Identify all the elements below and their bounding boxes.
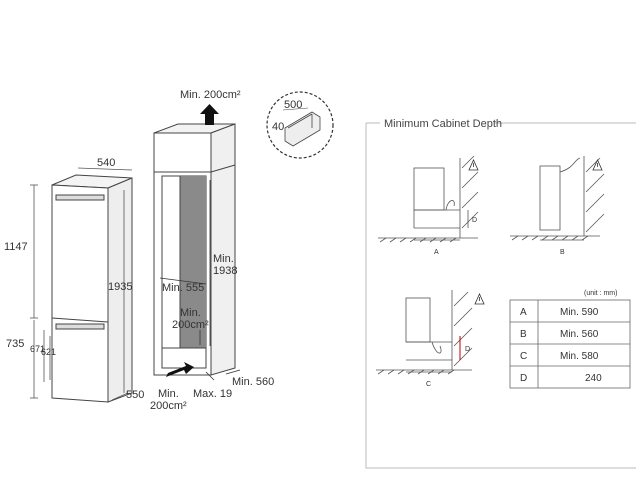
depth-a-letter: A (434, 249, 439, 256)
warning-icon-3 (474, 293, 485, 305)
fridge-height-1935-label: 1935 (108, 281, 132, 293)
fridge-width-540-label: 540 (97, 157, 115, 169)
detail-500-label: 500 (284, 99, 302, 111)
cabinet-max-19-label: Max. 19 (193, 388, 232, 400)
cabinet-min-1938-line2: 1938 (213, 265, 237, 277)
depth-d-letter-2: D (465, 346, 470, 353)
panel-title: Minimum Cabinet Depth (384, 118, 502, 130)
warning-icon (468, 159, 479, 171)
depth-d-letter-1: D (472, 217, 477, 224)
fridge-depth-550-label: 550 (126, 389, 144, 401)
depth-c-letter: C (426, 381, 431, 388)
depth-scene-a (378, 155, 479, 243)
cabinet-min-555-label: Min. 555 (162, 282, 204, 294)
depth-scene-b (510, 156, 605, 241)
cabinet-bottom-vent-line2: 200cm² (150, 400, 187, 412)
depth-b-letter: B (560, 249, 565, 256)
cabinet-mid-vent-line2: 200cm² (172, 319, 209, 331)
table-key-d: D (520, 373, 527, 384)
fridge-height-621-label: 621 (41, 347, 56, 357)
table-key-a: A (520, 307, 527, 318)
cabinet-dimension-lines (159, 180, 241, 381)
cabinet-arrows (166, 104, 219, 377)
cabinet-mid-vent-line1: Min. (180, 307, 201, 319)
fridge-height-1147-label: 1147 (4, 241, 28, 253)
cabinet-min-1938-line1: Min. (213, 253, 234, 265)
table-value-c: Min. 580 (560, 351, 599, 362)
unit-note: (unit : mm) (584, 290, 617, 297)
cabinet-depth-panel (365, 122, 636, 469)
depth-scene-c (376, 290, 473, 375)
cabinet-min-1938-label: Min. 1938 (213, 253, 237, 277)
cabinet-mid-vent-label: Min. 200cm² (172, 307, 209, 331)
fridge-height-671-label: 671 (30, 344, 45, 354)
cabinet-min-560-label: Min. 560 (232, 376, 274, 388)
fridge-drawing (51, 174, 133, 403)
detail-40-label: 40 (272, 121, 284, 133)
cabinet-bottom-vent-line1: Min. (158, 388, 179, 400)
table-value-a: Min. 590 (560, 307, 599, 318)
depth-table (509, 299, 631, 389)
fridge-dimension-lines (30, 167, 133, 401)
cabinet-top-vent-label: Min. 200cm² (180, 89, 241, 101)
fridge-height-735-label: 735 (6, 338, 24, 350)
table-key-b: B (520, 329, 527, 340)
cabinet-bottom-vent-label: Min. 200cm² (150, 388, 187, 412)
table-key-c: C (520, 351, 527, 362)
table-value-d: 240 (585, 373, 602, 384)
cabinet-drawing (153, 123, 236, 376)
table-value-b: Min. 560 (560, 329, 599, 340)
warning-icon-2 (592, 159, 603, 171)
detail-circle (266, 91, 334, 159)
